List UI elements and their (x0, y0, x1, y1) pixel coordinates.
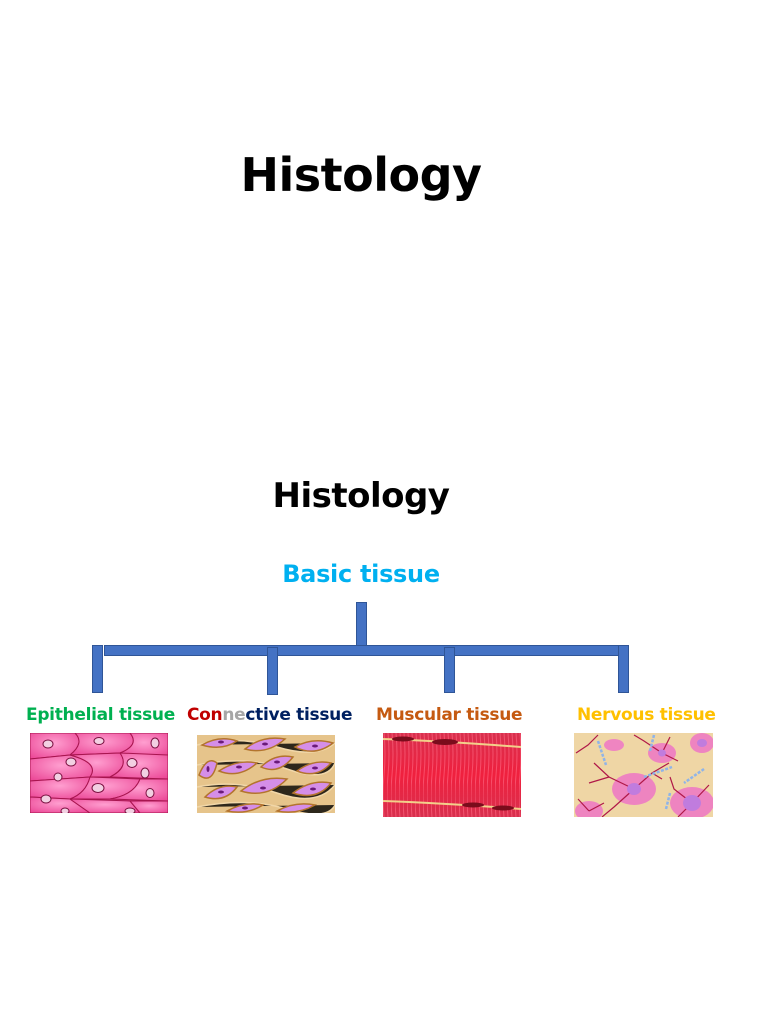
nervous-tissue-image (574, 733, 713, 817)
muscle-fibers-icon (383, 733, 521, 817)
epithelial-tissue-image (30, 733, 168, 813)
connective-tissue-image (197, 735, 335, 813)
connector-horizontal-bar (104, 645, 624, 656)
label-nervous-tissue: Nervous tissue (577, 705, 716, 725)
label-part-ne: ne (222, 705, 246, 725)
label-text: Nervous tissue (577, 705, 716, 725)
diagram-title: Histology (272, 476, 450, 516)
label-connective-tissue: Connective tissue (187, 705, 353, 725)
neurons-icon (574, 733, 713, 817)
connector-leg-connective (267, 647, 278, 695)
epithelial-cells-icon (30, 733, 168, 813)
connector-leg-nervous (618, 645, 629, 693)
label-epithelial-tissue: Epithelial tissue (26, 705, 175, 725)
label-muscular-tissue: Muscular tissue (376, 705, 523, 725)
connective-cells-icon (197, 735, 335, 813)
muscular-tissue-image (383, 733, 521, 817)
page-title: Histology (240, 148, 482, 202)
root-node-basic-tissue: Basic tissue (282, 560, 440, 588)
connector-leg-epithelial (92, 645, 103, 693)
label-part-con: Con (187, 705, 223, 725)
label-text: Epithelial tissue (26, 705, 175, 725)
label-part-ctive-tissue: ctive tissue (245, 705, 353, 725)
connector-stem (356, 602, 367, 650)
connector-leg-muscular (444, 647, 455, 693)
label-text: Muscular tissue (376, 705, 523, 725)
